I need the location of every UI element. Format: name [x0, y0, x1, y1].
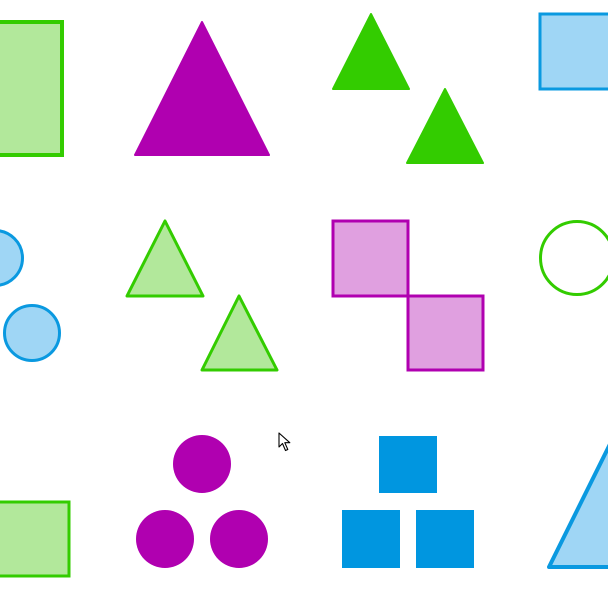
blue-circle — [0, 229, 24, 287]
tile-r1c1-green-rectangle[interactable] — [0, 20, 64, 157]
purple-circle — [136, 510, 194, 568]
tile-r2c2-green-triangles[interactable] — [125, 219, 279, 372]
green-square — [0, 500, 71, 578]
tile-r1c2-purple-triangle[interactable] — [134, 21, 270, 156]
purple-triangle — [134, 21, 270, 156]
green-outline-circle — [539, 220, 608, 296]
purple-circle — [173, 435, 231, 493]
pink-square — [331, 219, 410, 298]
tile-r2c3-pink-squares[interactable] — [331, 219, 485, 372]
tile-r3c4-blue-triangle[interactable] — [547, 436, 608, 569]
blue-solid-square — [416, 510, 474, 568]
tile-r2c1-blue-circles[interactable] — [0, 229, 61, 362]
blue-solid-square — [342, 510, 400, 568]
green-triangle — [406, 88, 484, 164]
purple-circle — [210, 510, 268, 568]
green-outline-triangle — [125, 219, 205, 298]
green-outline-triangle — [200, 294, 279, 372]
green-rectangle — [0, 20, 64, 157]
blue-outline-triangle — [547, 443, 608, 569]
tile-r2c4-green-circle-outline[interactable] — [539, 220, 608, 296]
green-triangle — [332, 13, 410, 90]
tile-r3c3-blue-squares[interactable] — [342, 436, 474, 568]
tile-r1c3-green-triangles[interactable] — [332, 13, 484, 164]
tile-r3c2-purple-circles[interactable] — [136, 435, 268, 568]
blue-square — [538, 12, 608, 91]
blue-solid-square — [379, 436, 437, 493]
pink-square — [406, 294, 485, 372]
tile-r3c1-green-square[interactable] — [0, 500, 71, 578]
tile-r1c4-blue-square[interactable] — [538, 12, 608, 91]
blue-circle — [3, 304, 61, 362]
